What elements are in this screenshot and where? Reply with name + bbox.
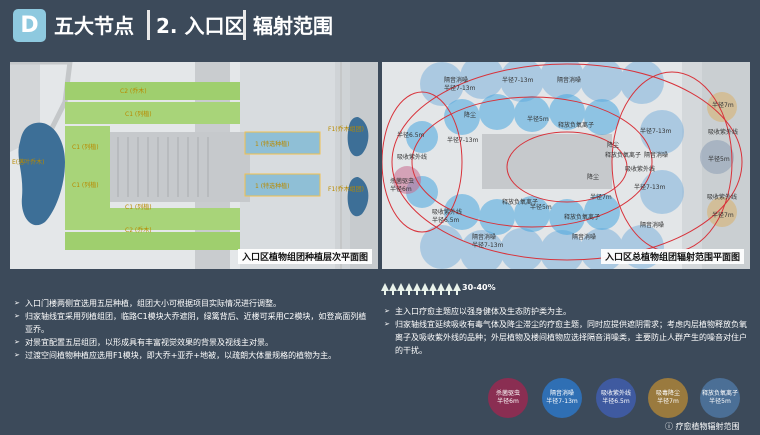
header: D 五大节点 2. 入口区 辐射范围	[0, 0, 760, 50]
legend-radius: 半径6m	[497, 398, 519, 405]
bullet-item: 归家轴线宜采用列植组团，临路C1模块大乔遮阴，绿篱背后、近楼可采用C2模块，如登…	[14, 310, 370, 336]
range-label: 吸收紫外线	[708, 129, 739, 136]
plant-module-label: C1 (列植)	[125, 111, 152, 118]
legend-item: 隔音消噪 半径7-13m	[542, 378, 582, 418]
site-plan-graphic	[10, 62, 378, 269]
bullet-item: 入口门楼两侧宜选用五层种植，组团大小可根据项目实际情况进行调整。	[14, 297, 370, 310]
bullet-item: 对景宜配置五层组团，以形成具有丰富视觉效果的背景及视线主对景。	[14, 336, 370, 349]
range-label: 隔音消噪	[557, 77, 582, 84]
range-label: 半径5m	[527, 116, 549, 123]
range-label: 吸收紫外线	[625, 166, 656, 173]
range-label: 半径7-13m	[640, 128, 672, 135]
range-label: 杀菌驱虫	[390, 178, 415, 185]
section-title: 五大节点	[54, 14, 134, 38]
range-label: 半径5m	[708, 156, 730, 163]
title-separator	[147, 10, 150, 40]
range-label: 隔音消噪	[444, 77, 469, 84]
range-label: 释放负氧离子	[564, 214, 601, 221]
bullet-item: 归家轴线宜延续吸收有毒气体及降尘滞尘的疗愈主题，同时应提供遮阴需求；考虑内层植物…	[384, 318, 748, 357]
plant-module-label: C1 (列植)	[72, 144, 99, 151]
section-badge: D	[13, 9, 46, 42]
radiation-graphic	[382, 62, 750, 269]
plant-module-label: C2 (乔木)	[120, 88, 147, 95]
range-label: 半径7-13m	[634, 184, 666, 191]
range-label: 释放负氧离子	[502, 199, 539, 206]
legend-name: 吸毒降尘	[655, 390, 680, 397]
range-label: 释放负氧离子	[605, 152, 642, 159]
range-label: 半径7-13m	[447, 137, 479, 144]
plant-module-label: 1 (特选种植)	[255, 183, 290, 190]
legend-name: 隔音消噪	[549, 390, 574, 397]
range-label: 半径7-13m	[502, 77, 534, 84]
plant-module-label: 1 (特选种植)	[255, 141, 290, 148]
sub-title: 2. 入口区	[156, 14, 245, 38]
right-plan-caption: 入口区总植物组团辐射范围平面图	[600, 249, 744, 264]
range-label: 半径6m	[390, 186, 412, 193]
plant-module-label: F1(乔木组团)	[328, 186, 364, 193]
legend-item: 吸收紫外线 半径6.5m	[596, 378, 636, 418]
plant-module-label: F1(乔木组团)	[328, 126, 364, 133]
range-label: 释放负氧离子	[558, 122, 595, 129]
range-label: 半径7m	[712, 212, 734, 219]
range-label: 半径7m	[590, 194, 612, 201]
range-label: 隔音消噪	[644, 152, 669, 159]
radiation-range-plan: 隔音消噪 半径7-13m 半径7-13m 隔音消噪 降尘 半径5m 释放负氧离子…	[382, 62, 750, 269]
plant-module-label: E(落叶乔木)	[12, 159, 45, 166]
title-separator	[243, 10, 246, 40]
legend-item: 吸毒降尘 半径7m	[648, 378, 688, 418]
legend-radius: 半径7m	[657, 398, 679, 405]
range-label: 降尘	[607, 142, 620, 149]
range-label: 隔音消噪	[640, 222, 665, 229]
tree-percent: 30-40%	[462, 283, 496, 292]
legend-radius: 半径7-13m	[546, 398, 578, 405]
legend-radius: 半径5m	[709, 398, 731, 405]
legend-radius: 半径6.5m	[602, 398, 630, 405]
bullet-item: 过渡空间植物种植应选用F1模块，即大乔+亚乔+地被，以疏朗大体量规格的植物为主。	[14, 349, 370, 362]
plant-module-label: C1 (列植)	[72, 182, 99, 189]
range-label: 吸收紫外线	[397, 154, 428, 161]
bullet-item: 主入口疗愈主题应以强身健体及生态防护类为主。	[384, 305, 748, 318]
tree-icons	[381, 283, 461, 295]
left-bullet-list: 入口门楼两侧宜选用五层种植，组团大小可根据项目实际情况进行调整。 归家轴线宜采用…	[14, 297, 370, 362]
planting-layer-plan: C2 (乔木) C1 (列植) C1 (列植) C1 (列植) C1 (列植) …	[10, 62, 378, 269]
range-label: 降尘	[464, 112, 477, 119]
footer-text: 疗愈植物辐射范围	[675, 422, 740, 431]
range-label: 吸收紫外线	[432, 209, 463, 216]
range-label: 半径7-13m	[444, 85, 476, 92]
plant-module-label: C1 (列植)	[125, 204, 152, 211]
range-label: 半径5m	[530, 204, 552, 211]
left-plan-caption: 入口区植物组团种植层次平面图	[237, 249, 372, 264]
range-label: 半径7-13m	[472, 242, 504, 249]
legend-name: 吸收紫外线	[600, 390, 631, 397]
plant-module-label: C2 (乔木)	[125, 227, 152, 234]
range-label: 隔音消噪	[472, 234, 497, 241]
range-label: 隔音消噪	[572, 234, 597, 241]
legend-item: 杀菌驱虫 半径6m	[488, 378, 528, 418]
legend-item: 释放负氧离子 半径5m	[700, 378, 740, 418]
footer-caption: ⓘ 疗愈植物辐射范围	[665, 421, 740, 432]
topic-title: 辐射范围	[253, 14, 333, 38]
range-label: 半径6.5m	[397, 132, 425, 139]
info-icon: ⓘ	[665, 422, 673, 431]
range-label: 半径7m	[712, 102, 734, 109]
legend-name: 杀菌驱虫	[495, 390, 520, 397]
range-label: 降尘	[587, 174, 600, 181]
range-label: 半径6.5m	[432, 217, 460, 224]
legend-name: 释放负氧离子	[701, 390, 738, 397]
range-label: 吸收紫外线	[707, 194, 738, 201]
right-bullet-list: 主入口疗愈主题应以强身健体及生态防护类为主。 归家轴线宜延续吸收有毒气体及降尘滞…	[384, 305, 748, 357]
